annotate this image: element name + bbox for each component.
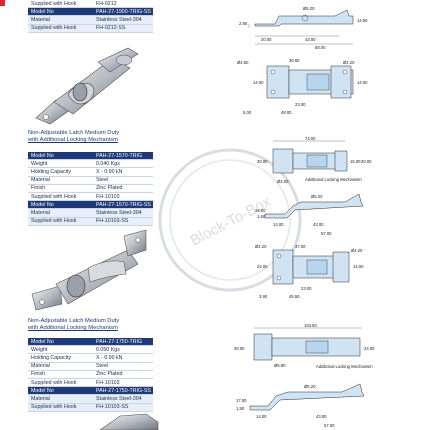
svg-text:Ø4.20: Ø4.20 [351,248,363,253]
latch-photo-1 [35,47,139,125]
drawing-plan-view-2: 74.00 30.00 16.00 20.00 Ø3.00 Additional… [257,136,372,184]
svg-text:24.00: 24.00 [364,346,375,351]
svg-text:1.50: 1.50 [236,406,245,411]
drawing-side-view-3: Ø5.20 17.00 1.50 14.00 43.00 57.00 [236,383,365,428]
svg-text:43.00: 43.00 [313,222,324,227]
svg-text:30.00: 30.00 [234,346,245,351]
svg-text:Additional Locking Mechanism: Additional Locking Mechanism [316,364,373,369]
svg-text:Ø5.90: Ø5.90 [274,363,286,368]
svg-text:14.00: 14.00 [273,222,284,227]
svg-text:Ø5.20: Ø5.20 [304,384,316,389]
svg-text:14.00: 14.00 [357,80,368,85]
svg-text:1.60: 1.60 [257,214,266,219]
svg-text:Ø4.20: Ø4.20 [343,60,355,65]
svg-text:57.00: 57.00 [321,231,332,236]
drawing-plan-view-4: 104.50 30.00 24.00 Ø5.90 Additional Lock… [234,323,375,369]
svg-text:16.00: 16.00 [350,159,361,164]
drawing-plan-view-3: Ø4.20 37.00 Ø4.20 22.00 23.00 14.00 3.90… [255,244,364,299]
svg-text:Ø5.20: Ø5.20 [311,194,323,199]
svg-text:22.00: 22.00 [257,264,268,269]
drawing-side-view-1: 2.90 20.00 43.00 58.00 14.50 Ø5.20 [239,6,368,50]
section-title: Non-Adjustable Latch Medium Duty with Ad… [28,318,120,332]
svg-text:Ø5.20: Ø5.20 [303,6,315,11]
svg-text:20.00: 20.00 [361,159,372,164]
svg-text:Additional Locking Mechanism: Additional Locking Mechanism [305,177,362,182]
svg-text:23.00: 23.00 [295,102,306,107]
watermark: Block-To-Box [158,148,302,292]
svg-text:43.00: 43.00 [305,37,316,42]
drawing-side-view-2: Ø5.20 16.00 1.60 14.00 43.00 57.00 [255,193,364,236]
svg-text:45.50: 45.50 [289,294,300,299]
red-edge-marker [0,0,5,6]
svg-text:3.90: 3.90 [259,294,268,299]
svg-text:16.00: 16.00 [255,208,266,213]
svg-text:14.00: 14.00 [256,414,267,419]
svg-text:20.00: 20.00 [261,37,272,42]
svg-text:17.00: 17.00 [236,398,247,403]
svg-text:14.00: 14.00 [253,80,264,85]
svg-text:23.00: 23.00 [301,286,312,291]
svg-text:36.50: 36.50 [289,58,300,63]
section-title: Non-Adjustable Latch Medium Duty with Ad… [28,130,120,144]
svg-text:Ø4.50: Ø4.50 [237,60,249,65]
svg-text:37.00: 37.00 [295,244,306,249]
svg-text:48.00: 48.00 [281,110,292,115]
svg-text:14.00: 14.00 [353,264,364,269]
svg-text:58.00: 58.00 [315,45,326,50]
latch-photo-2 [31,229,147,311]
svg-text:Ø4.20: Ø4.20 [255,244,267,249]
svg-text:57.00: 57.00 [324,423,335,428]
svg-text:30.00: 30.00 [257,159,268,164]
drawing-plan-view-1: Ø4.50 36.50 Ø4.20 14.00 23.00 14.00 5.00… [237,58,368,115]
svg-text:14.50: 14.50 [357,18,368,23]
svg-text:5.00: 5.00 [243,110,252,115]
svg-text:Ø3.00: Ø3.00 [277,179,289,184]
svg-text:74.00: 74.00 [305,136,316,141]
svg-text:43.00: 43.00 [316,414,327,419]
latch-photo-3 [100,413,159,430]
svg-text:104.50: 104.50 [304,323,317,328]
svg-text:2.90: 2.90 [239,21,248,26]
